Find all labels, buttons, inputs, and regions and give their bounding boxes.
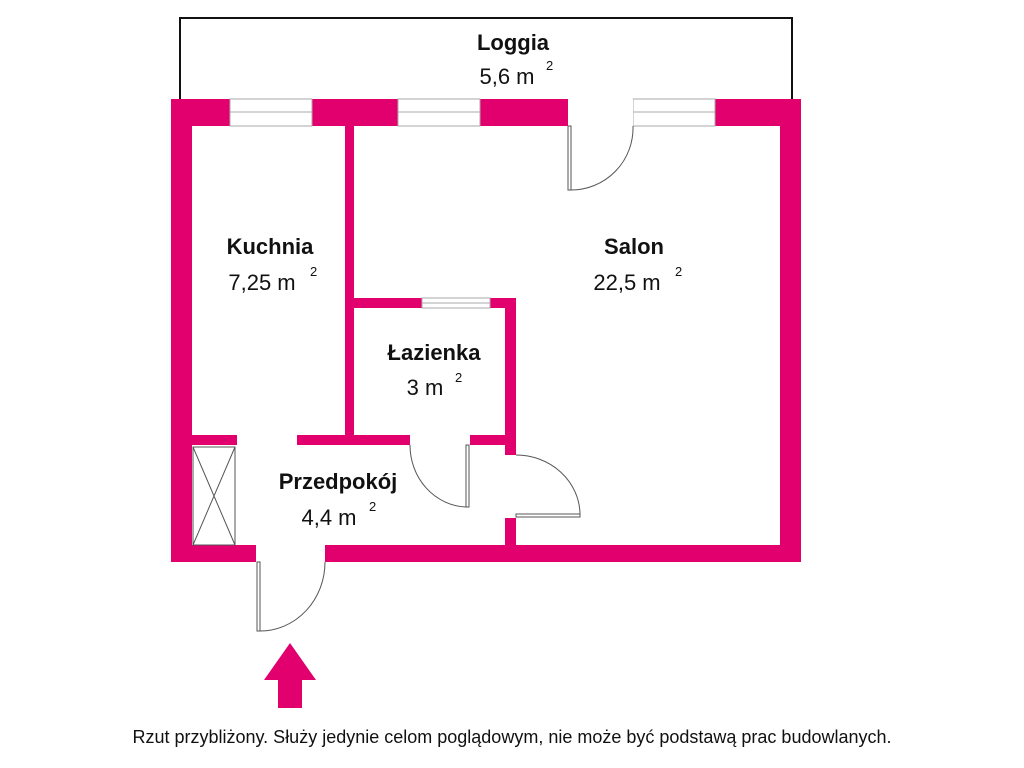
room-name-lazienka: Łazienka [388, 340, 482, 365]
room-area-kuchnia: 7,25 m [228, 270, 295, 295]
entrance-arrow-icon [264, 643, 316, 708]
room-name-przedpokoj: Przedpokój [279, 469, 398, 494]
loggia-outline [179, 17, 793, 99]
closet [192, 446, 236, 546]
room-name-loggia: Loggia [477, 30, 550, 55]
unit-superscript: 2 [455, 370, 462, 385]
walls [171, 99, 801, 562]
room-area-lazienka: 3 m [407, 375, 444, 400]
disclaimer-note: Rzut przybliżony. Służy jedynie celom po… [132, 727, 892, 747]
unit-superscript: 2 [546, 58, 553, 73]
unit-superscript: 2 [675, 264, 682, 279]
room-area-salon: 22,5 m [593, 270, 660, 295]
bathroom-door [409, 444, 470, 508]
windows [229, 98, 716, 309]
room-name-salon: Salon [604, 234, 664, 259]
room-area-loggia: 5,6 m [479, 64, 534, 89]
entrance-door [256, 561, 326, 632]
room-name-kuchnia: Kuchnia [227, 234, 315, 259]
balcony-door [567, 125, 634, 191]
salon-door [515, 454, 581, 518]
unit-superscript: 2 [310, 264, 317, 279]
unit-superscript: 2 [369, 499, 376, 514]
room-area-przedpokoj: 4,4 m [301, 505, 356, 530]
